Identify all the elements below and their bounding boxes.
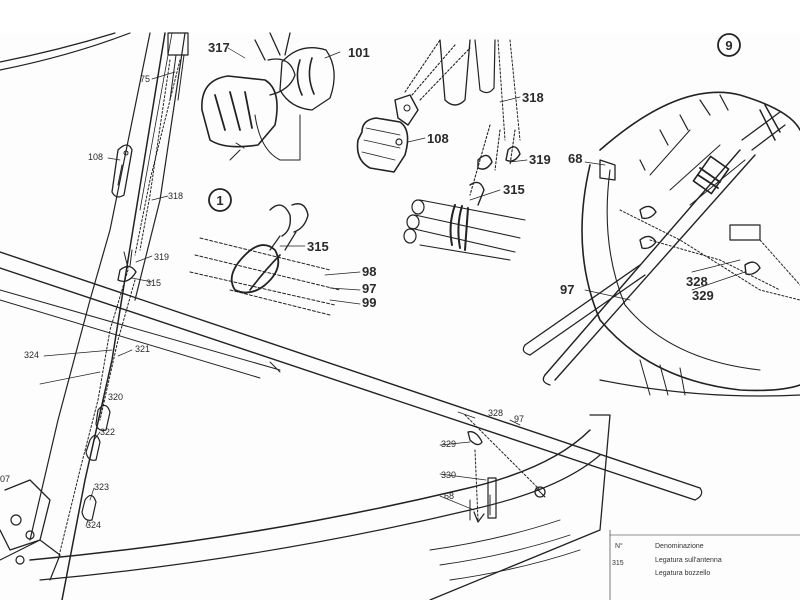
- mast-block-108: [111, 144, 133, 198]
- legend-col-number: N°: [615, 542, 623, 550]
- mast: [29, 32, 186, 600]
- label-97-right: 97: [560, 282, 574, 297]
- step1-lashing-bundle: [189, 203, 341, 316]
- hull-lower: [29, 414, 611, 600]
- shroud-ropes: [57, 59, 181, 561]
- step-1-circle: [208, 188, 232, 212]
- label-323: 323: [94, 482, 109, 492]
- label-324-upper: 324: [24, 350, 39, 360]
- label-101: 101: [348, 45, 370, 60]
- label-318-left: 318: [168, 191, 183, 201]
- label-319-left: 319: [154, 252, 169, 262]
- label-98: 98: [362, 264, 376, 279]
- label-108-mid: 108: [427, 131, 449, 146]
- rigging-lower-right: [464, 414, 546, 523]
- label-68-lower: 68: [444, 491, 454, 501]
- step-9-circle: [717, 33, 741, 57]
- legend-col-name: Denominazione: [655, 543, 704, 550]
- label-324-lower: 324: [86, 520, 101, 530]
- mast-knot-315: [117, 249, 137, 283]
- background-strip: [0, 0, 800, 33]
- lashing-ropes-center: [469, 124, 521, 206]
- part-number-labels: 75 108 318 319 315 324 321 320 322 323 3…: [0, 40, 714, 530]
- label-75: 75: [140, 74, 150, 84]
- label-97-lower: 97: [514, 414, 524, 424]
- yard-antenna: [0, 251, 703, 501]
- legend-table: [609, 529, 800, 600]
- label-328-upper: 328: [686, 274, 708, 289]
- step-1-number: 1: [216, 193, 223, 208]
- mast-lower-fittings: [0, 404, 111, 581]
- label-315-left: 315: [146, 278, 161, 288]
- block-317: [201, 32, 296, 161]
- legend-row-2: Legatura bozzello: [655, 570, 710, 577]
- label-07: 07: [0, 474, 10, 484]
- label-315-mid: 315: [307, 239, 329, 254]
- label-108-left: 108: [88, 152, 103, 162]
- label-329-lower: 329: [441, 439, 456, 449]
- legend: N° Denominazione 315 Legatura sull'anten…: [612, 542, 722, 577]
- spar-tubes-top: [439, 39, 521, 141]
- oars: [522, 104, 786, 386]
- fairlead-101: [254, 47, 335, 161]
- label-321: 321: [135, 344, 150, 354]
- label-330: 330: [441, 470, 456, 480]
- label-328-lower: 328: [488, 408, 503, 418]
- leader-lines: [39, 47, 746, 527]
- legend-row-number: 315: [612, 560, 624, 567]
- step9-spar-bundle: [403, 199, 526, 261]
- legend-row-1: Legatura sull'antenna: [655, 557, 722, 564]
- masthead: [167, 32, 189, 101]
- label-322: 322: [100, 427, 115, 437]
- label-319-mid: 319: [529, 152, 551, 167]
- block-108-center: [356, 39, 471, 173]
- label-329-upper: 329: [692, 288, 714, 303]
- label-68-upper: 68: [568, 151, 582, 166]
- step-9-number: 9: [725, 38, 732, 53]
- label-318-mid: 318: [522, 90, 544, 105]
- sail-edge-lines: [0, 32, 131, 71]
- label-320: 320: [108, 392, 123, 402]
- label-317: 317: [208, 40, 230, 55]
- label-315-bundle: 315: [503, 182, 525, 197]
- boat-rigging: [619, 205, 800, 301]
- label-99: 99: [362, 295, 376, 310]
- label-97-mid: 97: [362, 281, 376, 296]
